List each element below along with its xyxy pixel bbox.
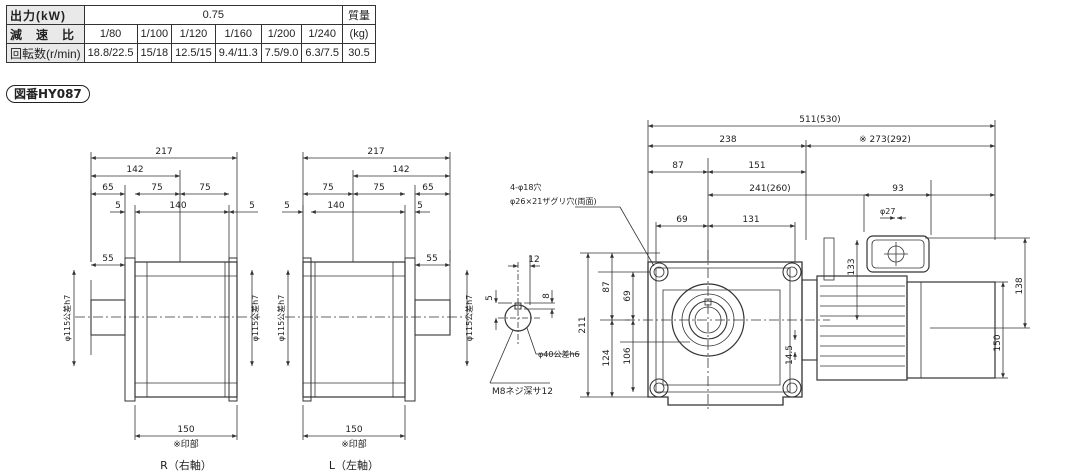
dim-phi27: φ27	[880, 207, 895, 216]
dim-r-55: 55	[102, 254, 113, 264]
holes-note: 4-φ18穴	[510, 182, 541, 192]
dim-r-142: 142	[126, 165, 143, 175]
dim-l-55: 55	[426, 254, 437, 264]
speed-cell: 6.3/7.5	[301, 43, 344, 63]
spec-table: 出力(kW) 0.75 質量 減 速 比 1/80 1/100 1/120 1/…	[6, 5, 377, 63]
dim-l-65: 65	[422, 183, 433, 193]
dim-87v: 87	[602, 281, 612, 292]
speed-cell: 18.8/22.5	[83, 43, 138, 63]
dim-238: 238	[719, 135, 736, 145]
dim-14-5: 14.5	[785, 345, 795, 365]
stamp-r: ※印部	[173, 438, 199, 450]
dim-r-5a: 5	[115, 201, 121, 211]
dim-138: 138	[1015, 277, 1025, 294]
speed-cell: 9.4/11.3	[214, 43, 262, 63]
dim-shaft-12: 12	[528, 255, 539, 265]
shaft-dia-r2: φ115公差h7	[250, 295, 260, 342]
dim-151: 151	[748, 161, 765, 171]
dim-124: 124	[602, 349, 612, 366]
dim-241: 241(260)	[749, 184, 790, 194]
dim-87h: 87	[672, 161, 683, 171]
dim-r-5b: 5	[249, 201, 255, 211]
dim-l-75a: 75	[322, 183, 333, 193]
speed-cell: 7.5/9.0	[260, 43, 303, 63]
shaft-dia-l: φ115公差h7	[276, 295, 286, 342]
shaft-tolerance-note: φ40公差h6	[538, 349, 580, 359]
shaft-dia-r: φ115公差h7	[62, 295, 72, 342]
dim-133: 133	[847, 258, 857, 275]
counterbore-note: φ26×21ザグリ穴(両面)	[510, 196, 597, 206]
dim-l-5a: 5	[284, 201, 290, 211]
caption-l: L（左軸）	[329, 458, 379, 472]
shaft-dia-l2: φ115公差h7	[464, 295, 474, 342]
dim-l-overall: 217	[367, 147, 384, 157]
ratio-cell: 1/160	[214, 24, 262, 44]
front-view	[575, 120, 1030, 410]
dim-shaft-5: 5	[485, 295, 495, 301]
dim-r-150: 150	[177, 425, 194, 435]
dim-shaft-8: 8	[542, 293, 552, 299]
dim-r-140: 140	[169, 201, 186, 211]
dim-l-150: 150	[345, 425, 362, 435]
output-label: 出力(kW)	[6, 5, 85, 25]
dim-l-5b: 5	[417, 201, 423, 211]
dim-l-142: 142	[392, 165, 409, 175]
dim-150-motor: 150	[993, 334, 1003, 351]
stamp-l: ※印部	[341, 438, 367, 450]
mass-unit: (kg)	[342, 24, 377, 44]
dim-r-overall: 217	[155, 147, 172, 157]
dim-69h: 69	[676, 215, 688, 225]
drawing-number-badge: 図番HY087	[6, 85, 90, 103]
dim-106: 106	[623, 347, 633, 364]
mass-value: 30.5	[342, 43, 377, 63]
dim-l-75b: 75	[373, 183, 384, 193]
dim-273: ※ 273(292)	[859, 135, 911, 145]
dim-r-75b: 75	[199, 183, 210, 193]
ratio-cell: 1/100	[136, 24, 173, 44]
dim-211: 211	[578, 316, 588, 333]
speed-cell: 12.5/15	[171, 43, 216, 63]
dim-511: 511(530)	[799, 115, 840, 125]
dim-r-65: 65	[102, 183, 113, 193]
caption-r: R（右軸）	[160, 458, 212, 472]
view-r	[72, 152, 260, 440]
view-l	[282, 152, 469, 440]
dim-r-75a: 75	[151, 183, 162, 193]
dim-69v: 69	[623, 290, 633, 302]
dim-131: 131	[742, 215, 759, 225]
shaft-detail	[489, 255, 580, 384]
dim-93: 93	[892, 184, 903, 194]
screw-note: M8ネジ深サ12	[492, 386, 553, 397]
dim-l-140: 140	[327, 201, 344, 211]
speed-label: 回転数(r/min)	[6, 43, 85, 63]
speed-cell: 15/18	[136, 43, 173, 63]
